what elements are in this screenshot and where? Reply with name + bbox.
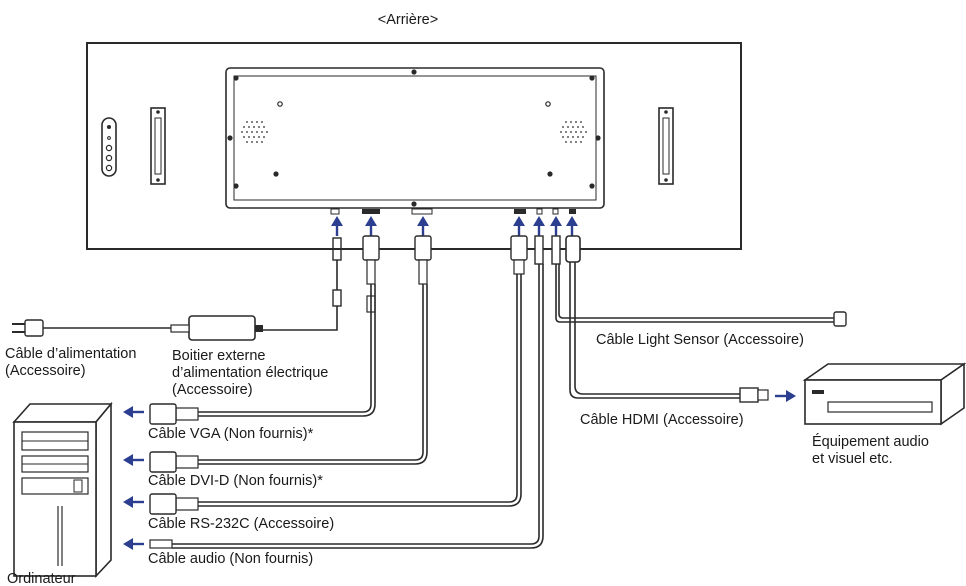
- dvi-label: Câble DVI-D (Non fournis)*: [148, 473, 323, 489]
- arrows-to-computer: [123, 406, 144, 550]
- arrow-to-av-equipment: [775, 390, 796, 402]
- speaker-grille-right: [560, 121, 587, 143]
- power-cable-assembly: [12, 237, 342, 341]
- power-cable-note: (Accessoire): [5, 363, 86, 379]
- handle-right: [658, 107, 674, 185]
- power-cable-label: Câble d’alimentation: [5, 346, 136, 362]
- speaker-grille-left: [241, 121, 268, 143]
- vga-cable: [149, 235, 380, 425]
- hdmi-cable: [565, 235, 769, 403]
- port-row: [330, 208, 576, 215]
- handle-left: [150, 107, 166, 185]
- rs232-label: Câble RS-232C (Accessoire): [148, 516, 334, 532]
- av-equipment-icon: [802, 362, 966, 426]
- display-back-panel: [86, 42, 742, 250]
- diagram-title: <Arrière>: [378, 12, 438, 28]
- dvi-cable: [149, 235, 432, 473]
- adapter-label-line3: (Accessoire): [172, 382, 253, 398]
- computer-tower-icon: [12, 401, 113, 579]
- rs232-cable: [149, 235, 528, 515]
- audio-label: Câble audio (Non fournis): [148, 551, 313, 567]
- av-label-line2: et visuel etc.: [812, 451, 893, 467]
- av-label-line1: Équipement audio: [812, 433, 929, 450]
- computer-label: Ordinateur: [7, 571, 76, 586]
- light-sensor-cable: [551, 235, 847, 327]
- adapter-label-line1: Boitier externe: [172, 348, 266, 364]
- adapter-label-line2: d’alimentation électrique: [172, 365, 328, 381]
- power-adapter-box: [188, 315, 256, 341]
- hdmi-label: Câble HDMI (Accessoire): [580, 412, 744, 428]
- light-sensor-label: Câble Light Sensor (Accessoire): [596, 332, 804, 348]
- control-buttons: [101, 117, 117, 177]
- power-plug-icon: [24, 319, 44, 337]
- audio-cable: [149, 235, 544, 549]
- vga-label: Câble VGA (Non fournis)*: [148, 426, 314, 442]
- connection-arrows-up: [331, 216, 578, 236]
